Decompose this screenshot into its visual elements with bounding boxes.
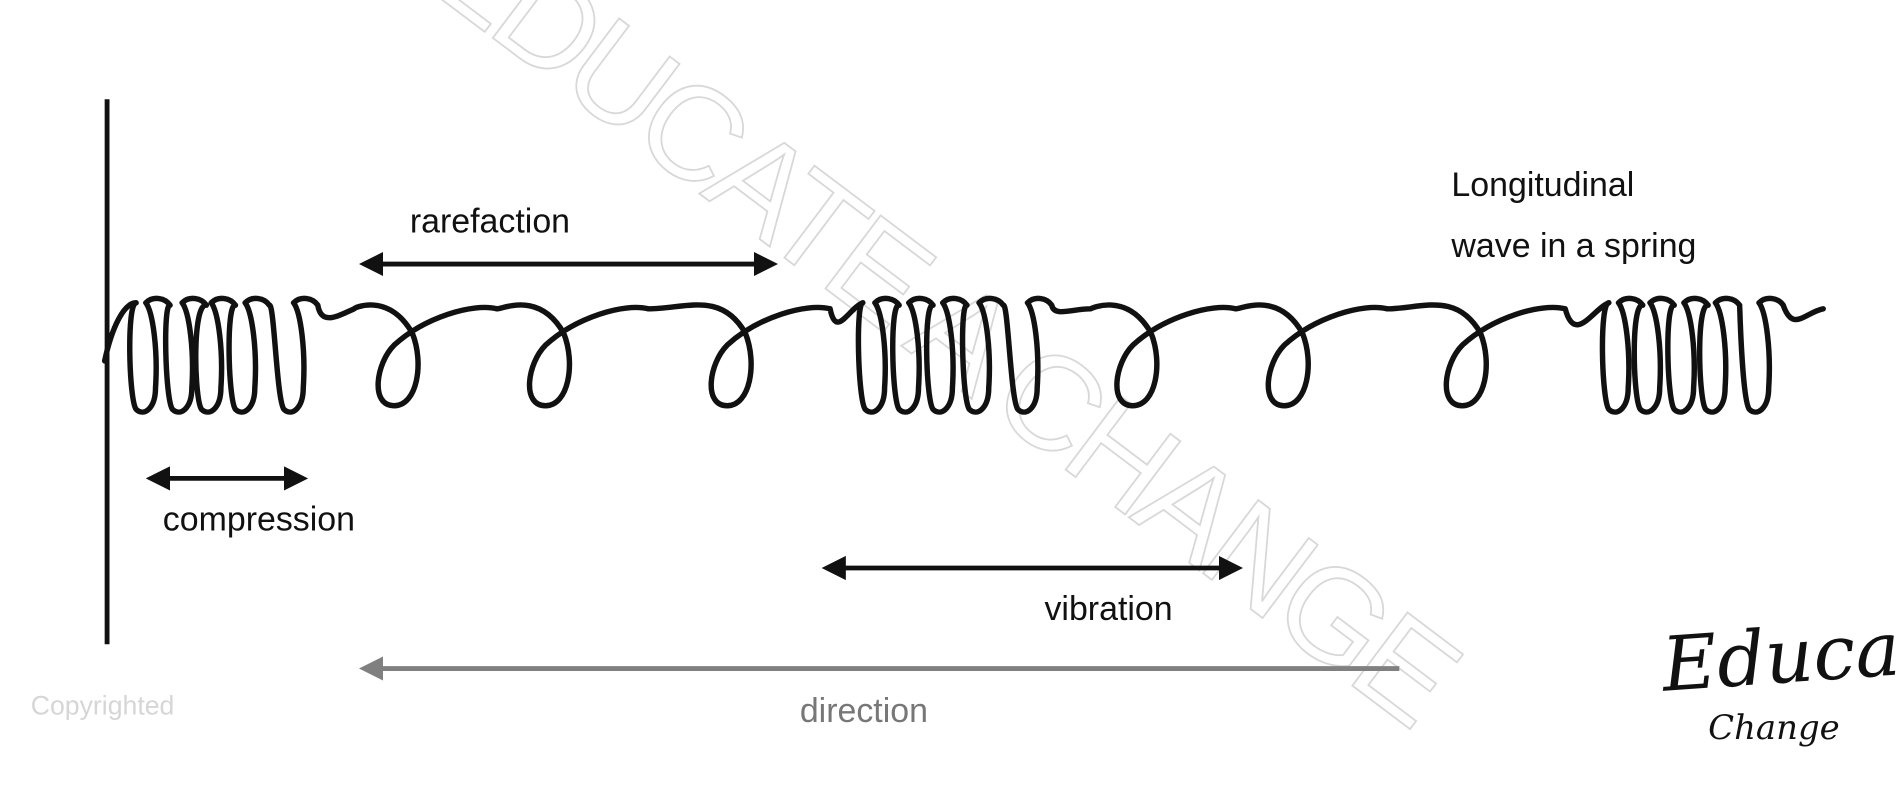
title-line-1: Longitudinal: [1451, 166, 1634, 204]
logo-line-2: Change: [1708, 708, 1840, 747]
copyright-text: Copyrighted: [31, 691, 175, 721]
compression-label: compression: [163, 500, 355, 538]
watermark: EDUCATE A CHANGE: [401, 0, 1487, 756]
vibration-label: vibration: [1044, 590, 1172, 628]
direction-label: direction: [800, 692, 928, 730]
spring-coil: [101, 295, 1826, 415]
rarefaction-label: rarefaction: [410, 203, 570, 241]
title-line-2: wave in a spring: [1450, 227, 1696, 265]
logo-line-1: Educate: [1657, 599, 1900, 709]
educate-a-change-logo: Educate Change: [1657, 599, 1900, 747]
